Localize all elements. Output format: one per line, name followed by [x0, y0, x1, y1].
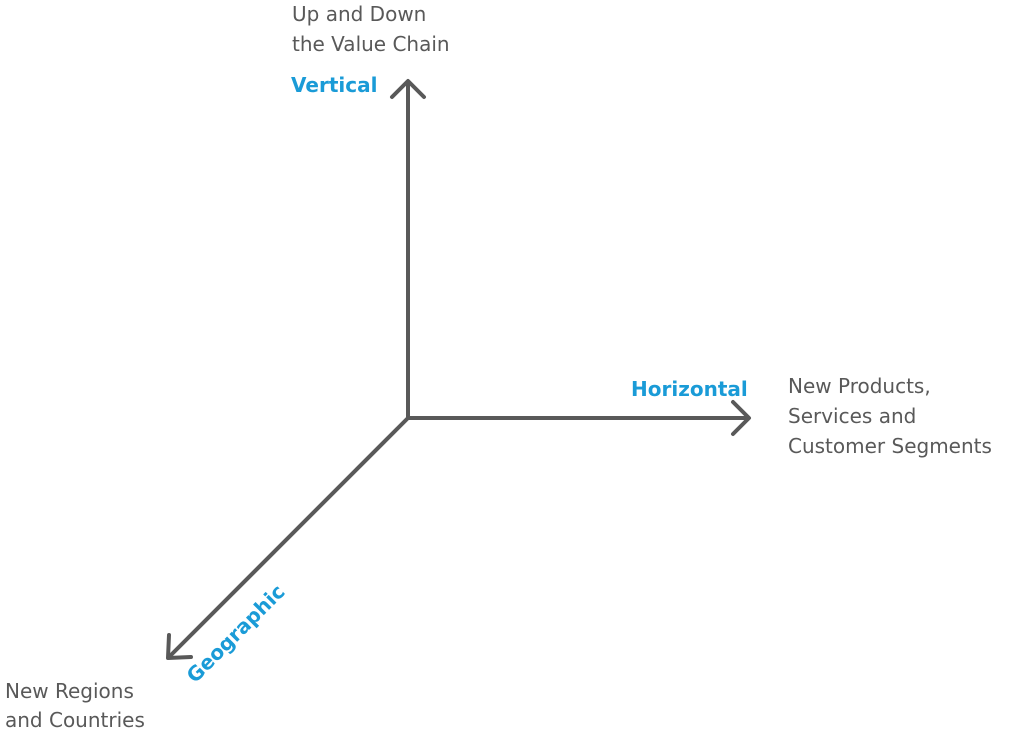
geographic-axis-label: Geographic — [182, 580, 290, 688]
geographic-axis — [166, 415, 411, 660]
vertical-description: Up and Down the Value Chain — [292, 2, 450, 56]
geographic-description: New Regions and Countries — [5, 679, 145, 732]
vertical-axis-label: Vertical — [291, 73, 377, 97]
horizontal-description-line-2: Services and — [788, 404, 916, 428]
horizontal-arrow-head-icon — [731, 400, 751, 436]
horizontal-description-line-3: Customer Segments — [788, 434, 992, 458]
vertical-description-line-1: Up and Down — [292, 2, 426, 26]
vertical-arrow-head-icon — [390, 79, 426, 99]
vertical-axis — [390, 79, 426, 418]
horizontal-description: New Products, Services and Customer Segm… — [788, 374, 992, 458]
geographic-description-line-2: and Countries — [5, 708, 145, 732]
geographic-arrow-head-icon — [166, 633, 193, 660]
horizontal-axis-label: Horizontal — [631, 377, 748, 401]
horizontal-description-line-1: New Products, — [788, 374, 931, 398]
vertical-description-line-2: the Value Chain — [292, 32, 450, 56]
geographic-axis-line — [167, 415, 411, 659]
geographic-description-line-1: New Regions — [5, 679, 134, 703]
horizontal-axis — [406, 400, 751, 436]
